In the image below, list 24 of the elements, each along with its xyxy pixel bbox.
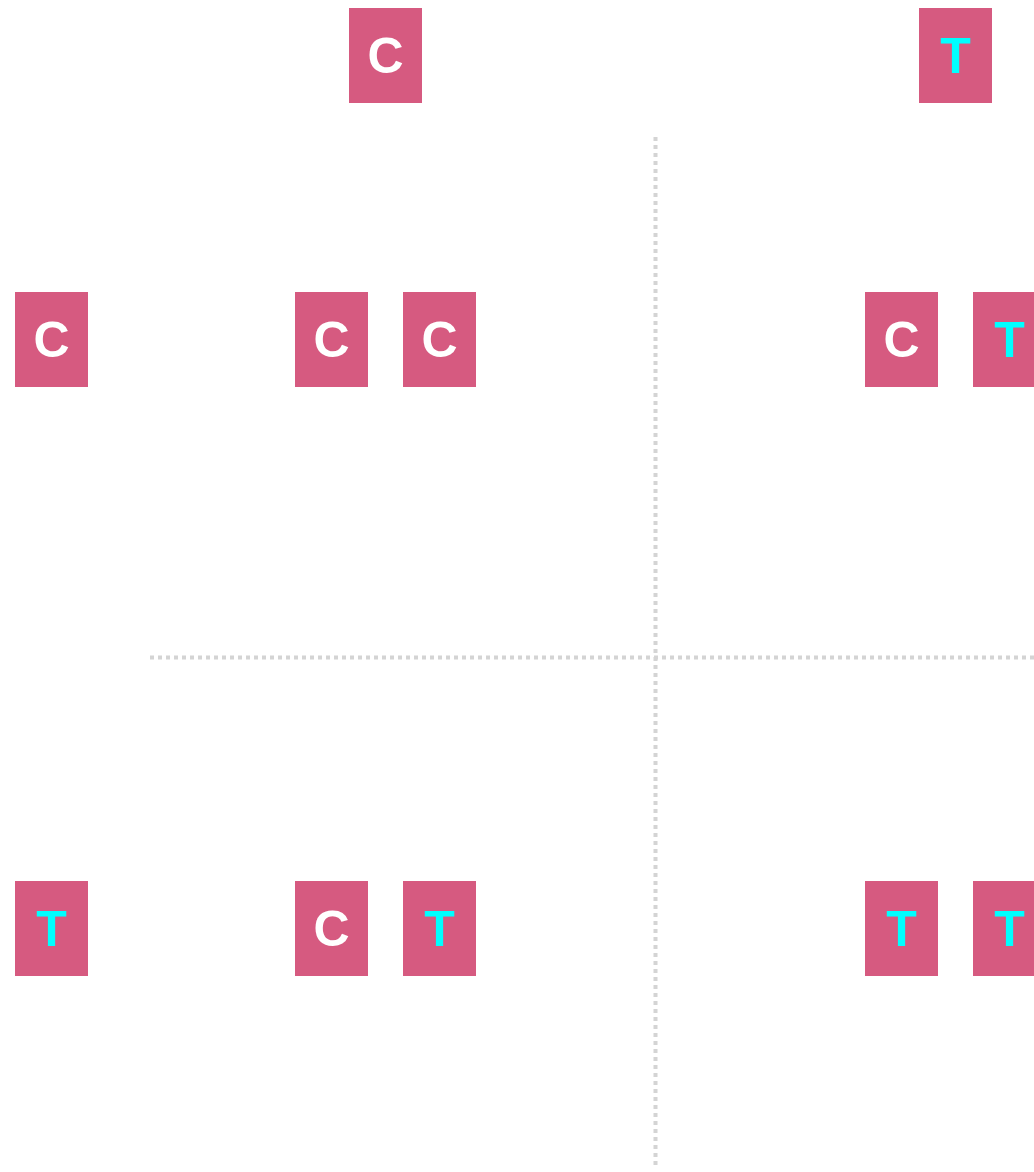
letter-tile (15, 292, 88, 387)
letter-tile (15, 881, 88, 976)
letter-tile (403, 881, 476, 976)
letter-tile (403, 292, 476, 387)
letter: T (886, 903, 917, 954)
letter-tile (973, 881, 1034, 976)
letter: C (33, 314, 70, 365)
letter-tile (973, 292, 1034, 387)
letter: T (994, 314, 1025, 365)
letter-tile (295, 881, 368, 976)
letter-tile (349, 8, 422, 103)
letter: C (367, 30, 404, 81)
letter-tile (865, 292, 938, 387)
letter-tile (865, 881, 938, 976)
letter: T (994, 903, 1025, 954)
letter: T (36, 903, 67, 954)
letter: C (313, 314, 350, 365)
letter: T (940, 30, 971, 81)
letter-tile (295, 292, 368, 387)
letter-tile (919, 8, 992, 103)
letter: T (424, 903, 455, 954)
letter: C (421, 314, 458, 365)
letter: C (883, 314, 920, 365)
letter: C (313, 903, 350, 954)
